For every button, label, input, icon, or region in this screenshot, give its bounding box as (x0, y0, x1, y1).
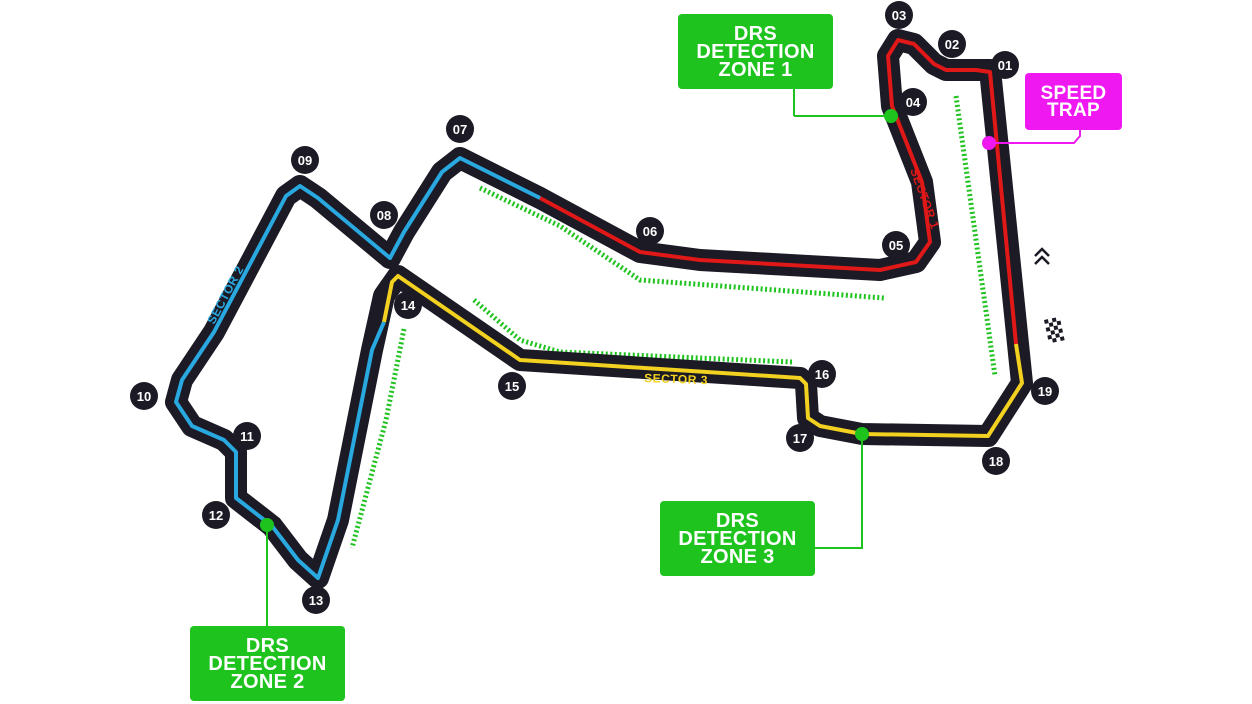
turn-marker-17: 17 (786, 424, 814, 452)
svg-text:12: 12 (209, 508, 223, 523)
svg-text:03: 03 (892, 8, 906, 23)
drs-zone-2-line1: DRS (245, 634, 290, 657)
svg-text:09: 09 (298, 153, 312, 168)
drs-zone-2-line2: DETECTION (208, 652, 327, 675)
turn-marker-05: 05 (882, 231, 910, 259)
sector-2-line (174, 156, 541, 580)
turn-marker-16: 16 (808, 360, 836, 388)
drs-activation-zones (349, 95, 998, 549)
turn-marker-10: 10 (130, 382, 158, 410)
svg-text:01: 01 (998, 58, 1012, 73)
drs-zone-2-point (260, 518, 274, 532)
svg-text:02: 02 (945, 37, 959, 52)
speed-trap-line1: SPEED (1040, 82, 1107, 104)
speed-trap-line2: TRAP (1047, 99, 1100, 121)
svg-text:11: 11 (240, 429, 254, 444)
drs-zone-3-line2: DETECTION (678, 527, 797, 550)
drs-zone-1-line2: DETECTION (696, 40, 815, 63)
svg-text:18: 18 (989, 454, 1003, 469)
checkered-flag-icon (1044, 316, 1065, 344)
drs-zone-3-line1: DRS (715, 509, 760, 532)
drs-zone-3-point (855, 427, 869, 441)
sector-3-line (382, 274, 1024, 438)
turn-marker-02: 02 (938, 30, 966, 58)
turn-marker-12: 12 (202, 501, 230, 529)
turn-marker-03: 03 (885, 1, 913, 29)
turn-marker-19: 19 (1031, 377, 1059, 405)
drs-zone-3-leader (814, 434, 863, 549)
drs-zone-2-activation (349, 328, 407, 549)
svg-text:06: 06 (643, 224, 657, 239)
svg-text:10: 10 (137, 389, 151, 404)
turn-marker-09: 09 (291, 146, 319, 174)
turn-marker-08: 08 (370, 201, 398, 229)
speed-trap-callout: SPEED TRAP (1025, 73, 1122, 130)
drs-zone-3-line3: ZONE 3 (700, 545, 775, 568)
turn-marker-13: 13 (302, 586, 330, 614)
turn-marker-01: 01 (991, 51, 1019, 79)
drs-zone-1-activation (953, 95, 998, 377)
drs-zone-3-activation (472, 298, 793, 365)
turn-marker-14: 14 (394, 291, 422, 319)
turn-marker-06: 06 (636, 217, 664, 245)
svg-text:16: 16 (815, 367, 829, 382)
drs-detection-zone-2-callout: DRS DETECTION ZONE 2 (190, 626, 345, 701)
speed-trap-leader (989, 128, 1081, 144)
svg-text:17: 17 (793, 431, 807, 446)
drs-zone-main-activation (478, 185, 885, 301)
drs-zone-1-line1: DRS (733, 22, 778, 45)
sector-3-label: SECTOR 3 (644, 371, 708, 387)
svg-text:08: 08 (377, 208, 391, 223)
turn-marker-04: 04 (899, 88, 927, 116)
double-chevron-up-icon (1034, 247, 1050, 265)
turn-marker-18: 18 (982, 447, 1010, 475)
drs-zone-1-line3: ZONE 1 (718, 58, 793, 81)
speed-trap-point (982, 136, 996, 150)
turn-markers: 01 02 03 04 05 06 07 08 09 10 11 12 13 1… (130, 1, 1059, 614)
svg-text:13: 13 (309, 593, 323, 608)
svg-text:15: 15 (505, 379, 519, 394)
svg-text:04: 04 (906, 95, 921, 110)
drs-zone-2-line3: ZONE 2 (230, 670, 305, 693)
drs-detection-zone-1-callout: DRS DETECTION ZONE 1 (678, 14, 833, 89)
svg-text:14: 14 (401, 298, 416, 313)
svg-text:05: 05 (889, 238, 903, 253)
svg-text:19: 19 (1038, 384, 1052, 399)
drs-zone-1-point (884, 109, 898, 123)
sector-1-line (539, 38, 1018, 345)
turn-marker-07: 07 (446, 115, 474, 143)
svg-text:07: 07 (453, 122, 467, 137)
turn-marker-11: 11 (233, 422, 261, 450)
turn-marker-15: 15 (498, 372, 526, 400)
drs-detection-zone-3-callout: DRS DETECTION ZONE 3 (660, 501, 815, 576)
